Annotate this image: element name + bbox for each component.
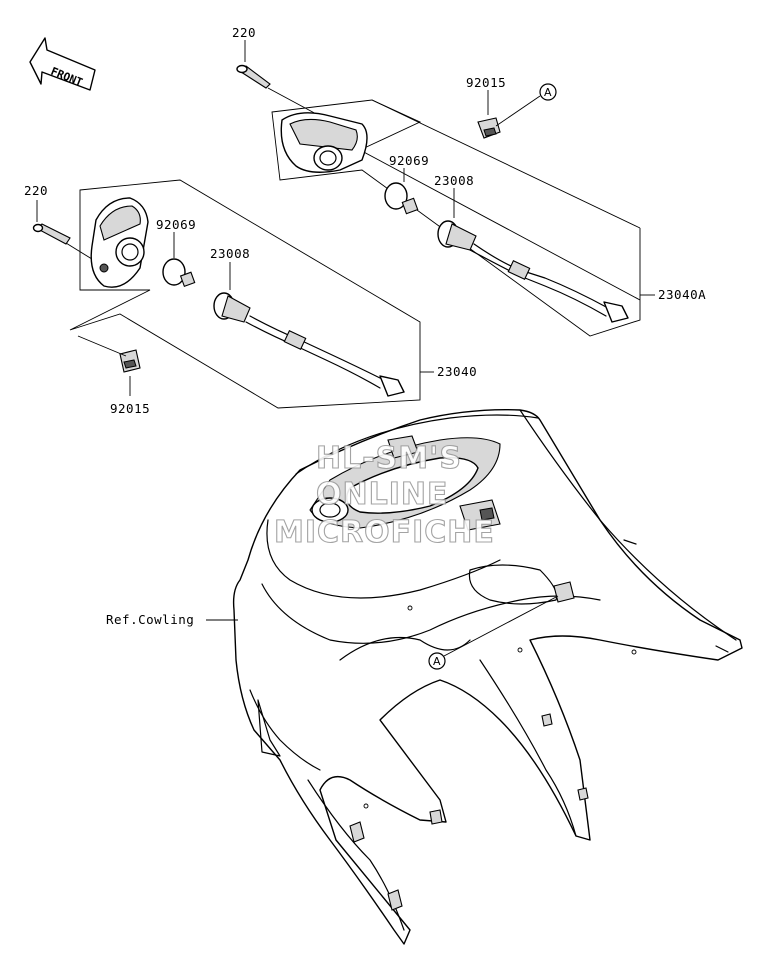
bulb-upper — [384, 168, 419, 215]
screw-lower — [32, 223, 101, 265]
marker-a-top: A — [539, 83, 557, 101]
watermark-line1: HL-SM'S — [316, 441, 462, 476]
watermark-line3: MICROFICHE — [274, 515, 495, 550]
clip-lower — [77, 335, 141, 396]
socket-upper — [437, 188, 629, 323]
outline-edge — [371, 99, 641, 229]
watermark: HL-SM'S ONLINE MICROFICHE — [273, 440, 495, 550]
label-socket-lower: 23008 — [210, 246, 250, 261]
front-arrow-icon: FRONT — [29, 37, 96, 91]
label-ref-cowling: Ref.Cowling — [106, 612, 194, 627]
bulb-lower — [162, 232, 196, 288]
label-assembly-left: 23040 — [437, 364, 477, 379]
marker-a-bottom-label: A — [433, 655, 441, 668]
callout-labels: 220 220 92015 92015 92069 92069 23008 23… — [24, 25, 706, 627]
label-socket-upper: 23008 — [434, 173, 474, 188]
socket-lower — [213, 262, 405, 397]
label-screw-lower: 220 — [24, 183, 48, 198]
turn-signal-assembly-left — [32, 179, 434, 409]
label-assembly-right: 23040A — [658, 287, 706, 302]
label-bulb-upper: 92069 — [389, 153, 429, 168]
marker-a-top-label: A — [544, 86, 552, 99]
upper-cowling — [232, 409, 743, 945]
leader-marker-a-bottom — [443, 595, 559, 657]
clip-upper — [477, 90, 541, 139]
label-clip-lower: 92015 — [110, 401, 150, 416]
turn-signal-assembly-right — [236, 40, 655, 337]
assembly-outline-left — [69, 179, 421, 409]
watermark-line2: ONLINE — [316, 477, 449, 512]
marker-a-bottom: A — [428, 652, 446, 670]
turn-signal-housing-lower — [90, 197, 149, 288]
screw-upper — [236, 64, 321, 117]
turn-signal-housing-upper — [280, 112, 368, 173]
label-clip-upper: 92015 — [466, 75, 506, 90]
label-screw-upper: 220 — [232, 25, 256, 40]
label-bulb-lower: 92069 — [156, 217, 196, 232]
